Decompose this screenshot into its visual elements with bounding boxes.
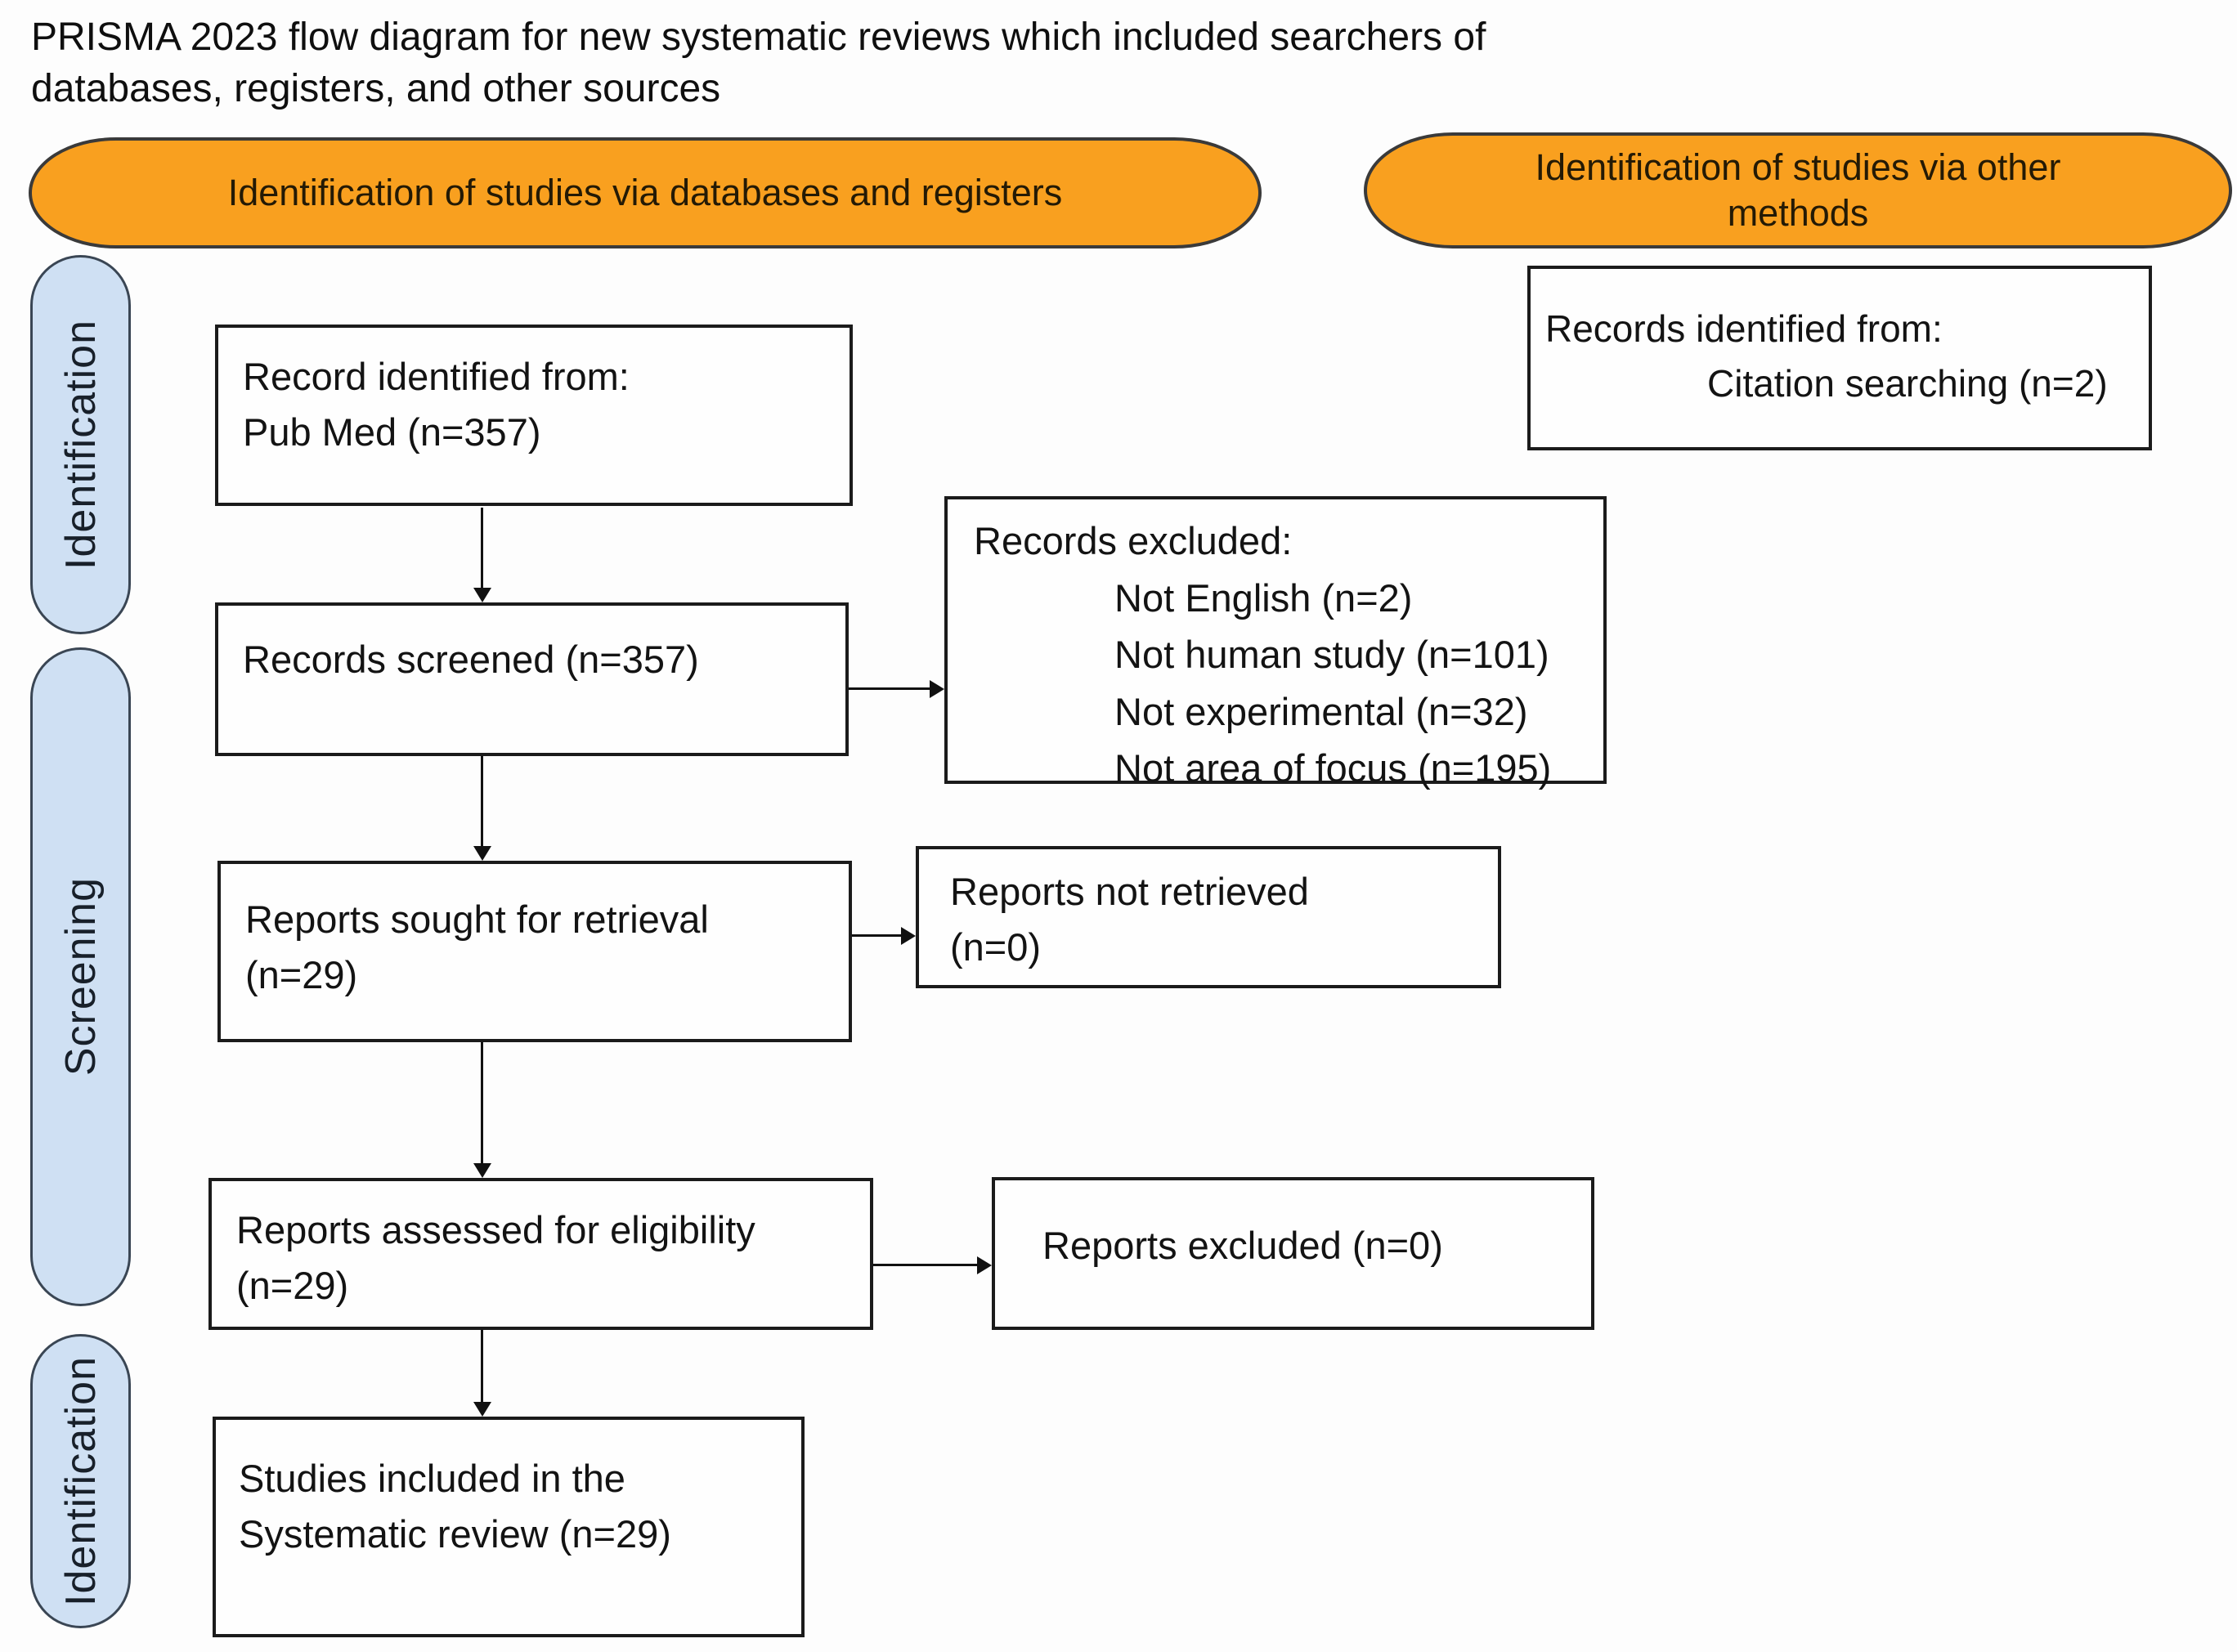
box-reports-assessed: Reports assessed for eligibility (n=29) xyxy=(208,1178,873,1330)
stage-pill-identification-bottom: Identification xyxy=(30,1334,131,1628)
arrow-screened-to-sought xyxy=(481,756,483,846)
arrow-assessed-to-reports-excluded xyxy=(873,1264,977,1266)
arrow-screened-to-excluded xyxy=(849,687,930,690)
header-ellipse-databases-registers: Identification of studies via databases … xyxy=(29,137,1262,248)
box-records-excluded-item: Not experimental (n=32) xyxy=(1114,689,1528,733)
box-records-excluded-heading: Records excluded: xyxy=(974,519,1293,562)
stage-pill-identification-bottom-label: Identification xyxy=(56,1356,105,1606)
header-ellipse-other-methods-label: Identification of studies via other meth… xyxy=(1535,146,2061,234)
box-records-screened-label: Records screened (n=357) xyxy=(243,638,699,681)
box-studies-included: Studies included in the Systematic revie… xyxy=(213,1417,805,1637)
header-ellipse-databases-registers-label: Identification of studies via databases … xyxy=(227,171,1063,213)
arrow-assessed-to-included xyxy=(481,1330,483,1402)
box-reports-assessed-line1: Reports assessed for eligibility xyxy=(236,1208,755,1251)
box-records-excluded: Records excluded: Not English (n=2) Not … xyxy=(944,496,1607,790)
box-record-identified-line2: Pub Med (n=357) xyxy=(243,410,541,454)
box-studies-included-line1: Studies included in the xyxy=(239,1457,625,1500)
page-title-line1: PRISMA 2023 flow diagram for new systema… xyxy=(31,16,1486,59)
stage-pill-screening-label: Screening xyxy=(56,877,105,1077)
box-records-identified-other-line1: Records identified from: xyxy=(1545,307,1943,350)
box-records-excluded-item: Not area of focus (n=195) xyxy=(1114,746,1552,790)
box-reports-not-retrieved-line1: Reports not retrieved xyxy=(950,870,1309,913)
stage-pill-identification-top-label: Identification xyxy=(56,320,105,570)
page-title-line2: databases, registers, and other sources xyxy=(31,67,721,111)
box-record-identified: Record identified from: Pub Med (n=357) xyxy=(215,325,853,506)
box-records-identified-other-line2: Citation searching (n=2) xyxy=(1707,361,2108,405)
box-reports-sought: Reports sought for retrieval (n=29) xyxy=(217,861,852,1042)
box-reports-excluded-label: Reports excluded (n=0) xyxy=(1042,1224,1443,1267)
arrow-identified-to-screened xyxy=(481,508,483,588)
box-records-screened: Records screened (n=357) xyxy=(215,602,849,756)
box-records-excluded-item: Not human study (n=101) xyxy=(1114,633,1549,677)
box-records-identified-other: Records identified from: Citation search… xyxy=(1527,266,2152,450)
stage-pill-identification-top: Identification xyxy=(30,255,131,634)
box-reports-not-retrieved: Reports not retrieved (n=0) xyxy=(916,846,1501,988)
box-reports-not-retrieved-line2: (n=0) xyxy=(950,925,1042,969)
box-record-identified-line1: Record identified from: xyxy=(243,355,630,398)
box-records-excluded-item: Not English (n=2) xyxy=(1114,575,1413,620)
arrow-sought-to-assessed xyxy=(481,1042,483,1163)
stage-pill-screening: Screening xyxy=(30,647,131,1306)
page-title: PRISMA 2023 flow diagram for new systema… xyxy=(31,11,1789,115)
box-reports-excluded: Reports excluded (n=0) xyxy=(992,1177,1594,1330)
box-reports-sought-line2: (n=29) xyxy=(245,953,358,997)
box-reports-sought-line1: Reports sought for retrieval xyxy=(245,898,709,941)
box-reports-assessed-line2: (n=29) xyxy=(236,1264,349,1308)
box-studies-included-line2: Systematic review (n=29) xyxy=(239,1512,671,1556)
header-ellipse-other-methods: Identification of studies via other meth… xyxy=(1364,132,2232,248)
arrow-sought-to-not-retrieved xyxy=(852,934,901,937)
